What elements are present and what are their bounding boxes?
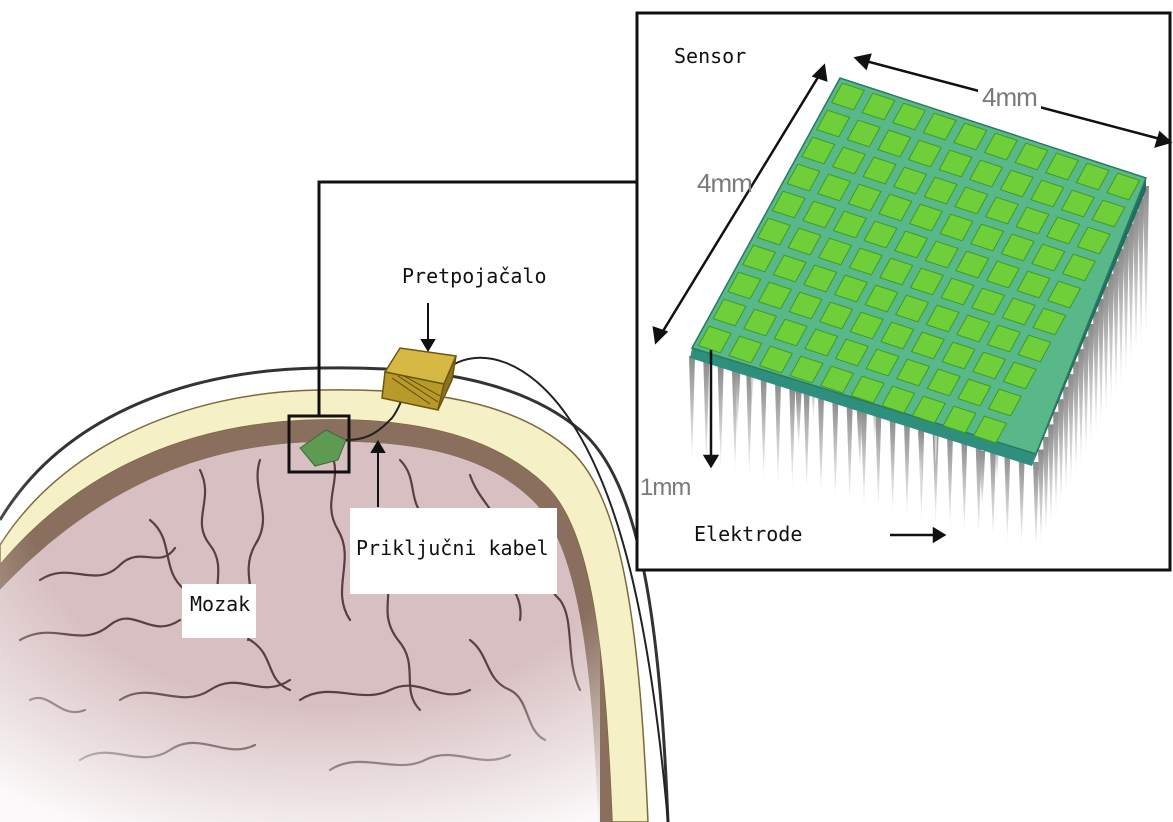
brain-fade (0, 440, 600, 822)
depth-dimension-label: 4mm (697, 168, 752, 199)
brain-label: Mozak (182, 584, 256, 638)
connector-cable-label: Priključni kabel (350, 508, 557, 594)
preamplifier-label: Pretpojačalo (398, 262, 551, 290)
electrodes-label: Elektrode (694, 522, 802, 546)
sensor-label: Sensor (674, 44, 746, 68)
width-dimension-label: 4mm (978, 82, 1041, 113)
height-dimension-label: 1mm (640, 474, 690, 502)
